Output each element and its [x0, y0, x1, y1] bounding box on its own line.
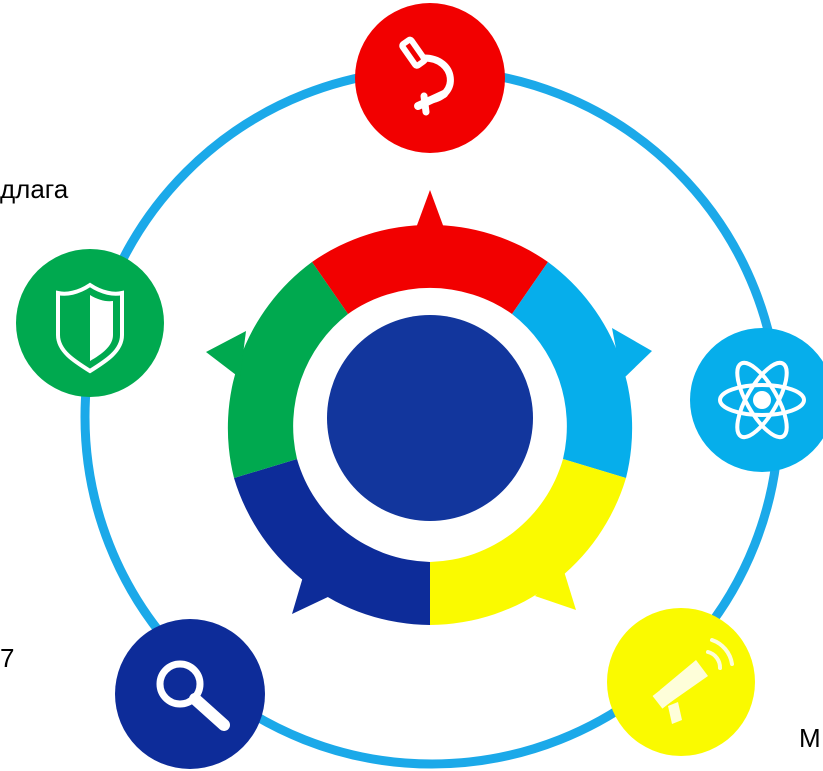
center-hub	[327, 315, 533, 521]
segment-navy-arrow	[292, 570, 330, 614]
node-bottom-right	[607, 608, 755, 756]
segment-navy	[234, 459, 430, 625]
node-right	[690, 328, 823, 472]
segment-yellow-arrow	[535, 568, 576, 610]
segment-red	[312, 224, 548, 314]
label-fragment-top-left: длага	[0, 174, 69, 204]
segment-green-arrow	[206, 331, 246, 378]
megaphone-icon	[652, 638, 734, 724]
label-fragment-bottom-right: М	[799, 723, 821, 753]
shield-icon	[56, 282, 124, 374]
segment-red-arrow	[416, 190, 444, 228]
segment-cyan	[512, 262, 633, 478]
node-bottom-left-circle	[115, 619, 265, 769]
node-left	[16, 249, 164, 397]
node-bottom-left	[115, 619, 265, 769]
label-fragment-bottom-left: 7	[0, 643, 15, 673]
segment-yellow	[430, 459, 626, 625]
node-top	[355, 3, 505, 153]
microscope-icon	[399, 36, 454, 116]
atom-icon	[718, 360, 806, 440]
segment-ring	[206, 190, 652, 625]
segment-cyan-arrow	[612, 328, 652, 380]
magnifier-icon	[156, 660, 230, 731]
node-top-circle	[355, 3, 505, 153]
segment-green	[227, 262, 348, 478]
